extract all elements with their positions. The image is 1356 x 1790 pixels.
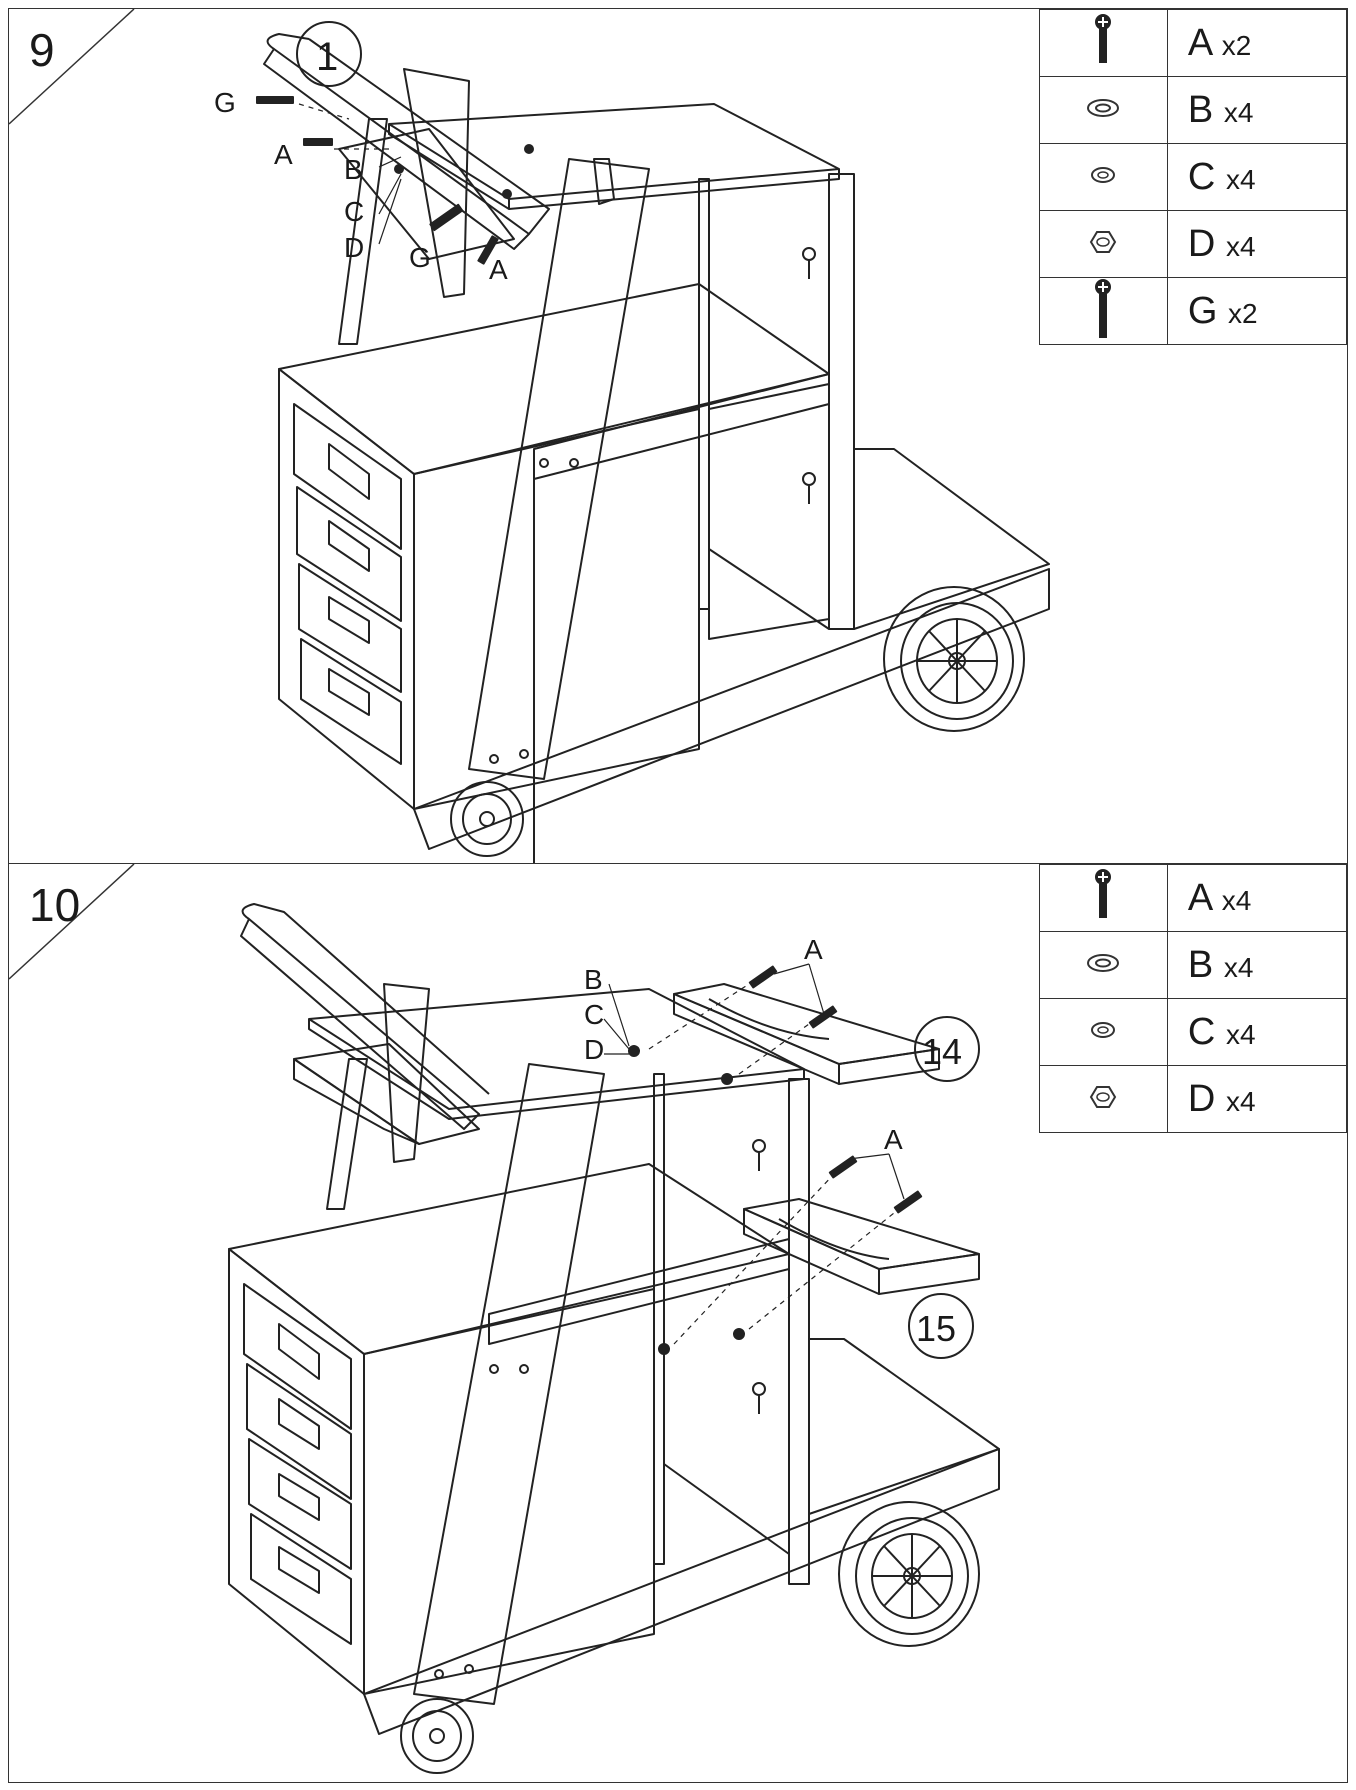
flat-washer-icon	[1087, 953, 1120, 972]
part-letter: D	[1187, 222, 1216, 265]
part-letter: D	[1187, 1077, 1216, 1120]
part-letter: A	[1187, 21, 1212, 64]
part-number-label: 15	[916, 1308, 956, 1349]
hex-nut-icon	[1090, 230, 1117, 253]
fastener-label: D	[344, 232, 364, 263]
fastener-label: B	[344, 154, 363, 185]
part-letter: C	[1187, 1010, 1216, 1053]
long-bolt-icon	[1095, 278, 1112, 338]
part-number-label: 1	[316, 35, 338, 79]
fastener-label: C	[584, 999, 604, 1030]
parts-table: A x4 B x4 C x4 D x4	[1039, 864, 1347, 1133]
fastener-label: A	[804, 934, 823, 965]
part-letter: B	[1187, 943, 1214, 986]
part-quantity: x2	[1228, 297, 1258, 329]
step-9-corner-divider	[9, 9, 135, 125]
step-10-corner-divider	[9, 864, 135, 980]
parts-row: D x4	[1039, 1065, 1347, 1133]
part-quantity: x4	[1225, 230, 1256, 262]
fastener-label: C	[344, 196, 364, 227]
fastener-label: D	[584, 1034, 604, 1065]
part-quantity: x4	[1225, 1018, 1256, 1050]
cart-drawing-step-9	[256, 21, 1050, 863]
step-9-labels: 1 G A B C D G A	[214, 35, 508, 285]
fastener-label: A	[489, 254, 508, 285]
machine-screw-icon	[1095, 868, 1112, 918]
part-letter: A	[1187, 876, 1212, 919]
part-letter: C	[1187, 155, 1216, 198]
part-quantity: x4	[1225, 163, 1256, 195]
part-letter: B	[1187, 88, 1214, 131]
parts-row: D x4	[1039, 210, 1347, 278]
hex-nut-icon	[1090, 1085, 1117, 1108]
parts-row: G x2	[1039, 277, 1347, 345]
part-quantity: x4	[1223, 951, 1254, 983]
part-quantity: x4	[1225, 1085, 1256, 1117]
cart-drawing-step-10	[228, 903, 1000, 1774]
step-10-panel: 10 A x4 B x4 C x4 D x4	[8, 863, 1348, 1783]
machine-screw-icon	[1095, 13, 1112, 63]
step-10-labels: B C D A A 14 15	[584, 934, 962, 1349]
fastener-label: A	[884, 1124, 903, 1155]
parts-row: B x4	[1039, 931, 1347, 999]
part-quantity: x2	[1221, 29, 1252, 61]
lock-washer-icon	[1091, 1021, 1116, 1038]
step-number: 9	[29, 24, 55, 76]
part-quantity: x4	[1223, 96, 1254, 128]
fastener-label: G	[409, 242, 431, 273]
flat-washer-icon	[1087, 98, 1120, 117]
part-number-label: 14	[922, 1031, 962, 1072]
fastener-label: A	[274, 139, 293, 170]
parts-row: A x4	[1039, 864, 1347, 932]
parts-row: A x2	[1039, 9, 1347, 77]
fastener-label: G	[214, 87, 236, 118]
parts-table: A x2 B x4 C x4 D x4 G x2	[1039, 9, 1347, 345]
step-number: 10	[29, 879, 81, 931]
parts-row: C x4	[1039, 998, 1347, 1066]
parts-row: B x4	[1039, 76, 1347, 144]
step-9-panel: 9 A x2 B x4 C x4 D x4 G x2	[8, 8, 1348, 864]
lock-washer-icon	[1091, 166, 1116, 183]
part-letter: G	[1187, 289, 1218, 332]
parts-row: C x4	[1039, 143, 1347, 211]
fastener-label: B	[584, 964, 603, 995]
part-quantity: x4	[1221, 884, 1252, 916]
